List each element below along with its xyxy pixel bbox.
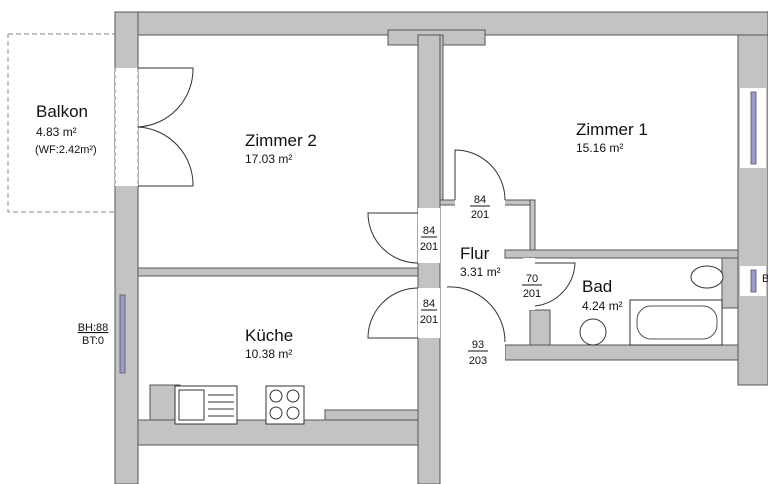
washbasin <box>579 318 607 346</box>
balcony-outline <box>7 33 117 213</box>
toilet <box>690 265 724 289</box>
room-area-zimmer1: 15.16 m² <box>576 141 623 155</box>
door-dim-width: 70 <box>526 273 538 285</box>
door-dim-width: 93 <box>472 339 484 351</box>
door-dim-width: 84 <box>423 225 435 237</box>
room-area-zimmer2: 17.03 m² <box>245 152 292 166</box>
door-dim-height: 201 <box>420 241 438 253</box>
room-area-balkon: 4.83 m² <box>36 125 77 139</box>
room-area-bad: 4.24 m² <box>582 299 623 313</box>
window-zimmer1[interactable] <box>750 91 757 165</box>
room-name-bad: Bad <box>582 277 612 296</box>
window-bad[interactable] <box>750 269 757 293</box>
window-sill-depth: BT:0 <box>82 335 104 347</box>
kitchen-sink <box>174 385 238 425</box>
room-wf-balkon: (WF:2.42m²) <box>35 144 97 156</box>
room-name-balkon: Balkon <box>36 102 88 121</box>
room-name-zimmer2: Zimmer 2 <box>245 131 317 150</box>
door-dim-width: 84 <box>474 194 486 206</box>
balcony-door-opening[interactable] <box>115 68 138 186</box>
room-name-flur: Flur <box>460 244 490 263</box>
room-area-kueche: 10.38 m² <box>245 347 292 361</box>
room-name-zimmer1: Zimmer 1 <box>576 120 648 139</box>
edge-label: B <box>762 273 768 285</box>
room-area-flur: 3.31 m² <box>460 265 501 279</box>
door-dim-height: 201 <box>523 288 541 300</box>
room-name-kueche: Küche <box>245 326 293 345</box>
door-dim-width: 84 <box>423 298 435 310</box>
door-dim-height: 203 <box>469 355 487 367</box>
balcony-door-swing <box>137 67 194 187</box>
window-sill-height: BH:88 <box>78 322 109 334</box>
door-dim-height: 201 <box>471 209 489 221</box>
window-kueche[interactable] <box>119 294 126 374</box>
door-dim-height: 201 <box>420 314 438 326</box>
